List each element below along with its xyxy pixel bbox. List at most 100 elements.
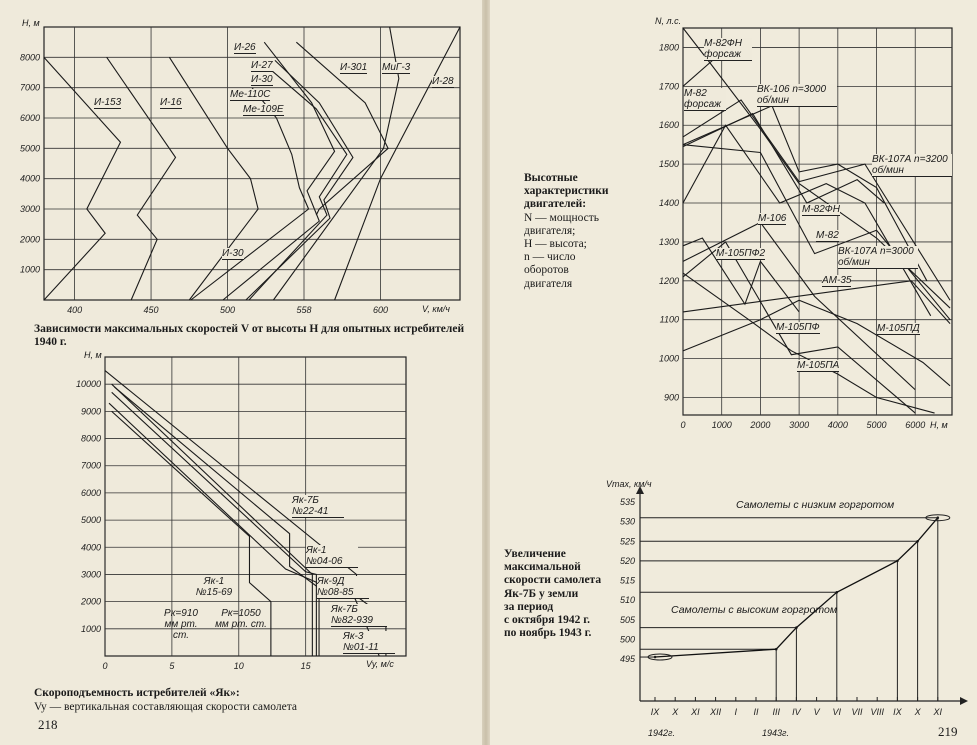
chart3-xlabel: H, м [930, 420, 948, 430]
series-line [682, 299, 951, 387]
series-label-yak3-0111: Як-3 №01-11 [343, 631, 395, 654]
series-line [43, 56, 122, 301]
series-line [682, 99, 951, 301]
x-tick-label: XI [933, 707, 943, 717]
y-tick-label: 1000 [20, 265, 40, 275]
label-part: форсаж [684, 99, 722, 110]
label-part: Pк=910 [164, 608, 198, 619]
side1-line: H — высота; [524, 238, 587, 251]
y-tick-label: 1800 [659, 42, 679, 52]
series-label-i26: И-26 [234, 42, 256, 54]
label-part: рт. [180, 619, 198, 630]
x-tick-label: 2000 [749, 420, 770, 430]
y-tick-label: 1200 [659, 276, 679, 286]
y-tick-label: 900 [664, 392, 679, 402]
series-label-yak1-0406: Як-1 №04-06 [306, 545, 358, 568]
series-line [295, 41, 389, 216]
y-tick-label: 7000 [20, 83, 40, 93]
y-tick-label: 2000 [80, 597, 101, 607]
series-label-yak7b-82939: Як-7Б №82-939 [331, 604, 387, 627]
label-part: №22-41 [292, 506, 329, 517]
series-line [682, 241, 916, 414]
label-part: ВК-106 [757, 84, 790, 95]
label-part: №01-11 [343, 642, 379, 653]
series-label-vk106: ВК-106 n=3000 об/мин [757, 84, 837, 107]
x-tick-label: 450 [144, 305, 159, 315]
y-tick-label: 4000 [20, 174, 40, 184]
y-tick-label: 1600 [659, 120, 679, 130]
x-tick-label: 3000 [789, 420, 809, 430]
label-part: об/мин [757, 95, 789, 106]
series-line [654, 517, 939, 658]
series-line [682, 272, 935, 414]
x-tick-label: 400 [67, 305, 82, 315]
y-tick-label: 6000 [20, 113, 40, 123]
chart2-xlabel: Vy, м/с [366, 659, 394, 669]
x-tick-label: XII [709, 707, 722, 717]
series-line [111, 391, 317, 656]
x-tick-label: XI [690, 707, 700, 717]
series-label-vk107a-3000: ВК-107А n=3000 об/мин [838, 246, 918, 269]
side2-line: Увеличение [504, 548, 566, 560]
series-line [682, 280, 951, 324]
side1-line: Высотные [524, 172, 578, 184]
label-part: М-82 [684, 88, 707, 99]
y-tick-label: 1100 [660, 315, 679, 325]
y-tick-label: 505 [620, 615, 636, 625]
y-axis-arrow [636, 486, 644, 494]
y-tick-label: 535 [620, 497, 636, 507]
side1-line: оборотов [524, 264, 569, 277]
label-part: форсаж [704, 49, 742, 60]
aircraft-icon [925, 514, 951, 522]
year-label-1942: 1942г. [648, 728, 675, 738]
label-part: Як-1 [203, 576, 225, 587]
chart1-xlabel: V, км/ч [422, 304, 450, 314]
label-part: n=3000 [792, 84, 827, 95]
label-part: Як-7Б [331, 604, 358, 615]
book-gutter [482, 0, 490, 745]
series-label-vk107a-3200: ВК-107А n=3200 об/мин [872, 154, 952, 177]
year-label-1943: 1943г. [762, 728, 789, 738]
x-tick-label: 5000 [867, 420, 887, 430]
chart4-ylabel: Vmax, км/ч [606, 479, 652, 489]
series-line [682, 58, 715, 87]
side1-line: двигателя [524, 277, 573, 290]
series-line [114, 386, 320, 656]
series-label-m105pd: М-105ПД [877, 323, 920, 335]
y-tick-label: 5000 [81, 515, 101, 525]
label-part: рт. [231, 619, 249, 630]
label-part: Як-9Д [317, 576, 345, 587]
y-tick-label: 3000 [20, 204, 40, 214]
series-line [682, 112, 885, 204]
y-tick-label: 8000 [20, 52, 40, 62]
series-line [168, 57, 259, 301]
y-tick-label: 495 [620, 654, 636, 664]
series-label-am35: АМ-35 [822, 275, 852, 287]
chart2-caption-title: Скороподъемность истребителей «Як»: [34, 687, 240, 699]
y-tick-label: 1300 [659, 237, 679, 247]
label-part: n=3000 [880, 246, 914, 257]
label-part: №82-939 [331, 615, 373, 626]
label-part: n=3200 [914, 154, 948, 165]
series-label-m105pa: М-105ПА [797, 360, 840, 372]
series-label-mig3: МиГ-3 [382, 62, 411, 74]
y-tick-label: 1000 [81, 624, 101, 634]
series-label-m82: М-82 [816, 230, 839, 242]
series-label-m106: М-106 [758, 213, 787, 225]
y-tick-label: 5000 [20, 143, 40, 153]
y-tick-label: 525 [620, 536, 636, 546]
series-line [222, 41, 336, 301]
x-tick-label: IX [893, 707, 903, 717]
x-tick-label: I [735, 707, 738, 717]
annotation-low-gorgrot: Самолеты с низким горгротом [736, 499, 895, 511]
side1-line: двигателей: [524, 198, 587, 211]
annotation-pk1050: Pк=1050 мм рт. ст. [214, 608, 268, 630]
series-label-m82fn: М-82ФН [802, 204, 840, 216]
y-tick-label: 4000 [81, 542, 101, 552]
y-tick-label: 7000 [81, 461, 101, 471]
side2-line: скорости самолета [504, 574, 602, 587]
chart1-ylabel: H, м [22, 18, 40, 28]
x-tick-label: X [914, 707, 922, 717]
side2-line: с октября 1942 г. [504, 614, 590, 627]
